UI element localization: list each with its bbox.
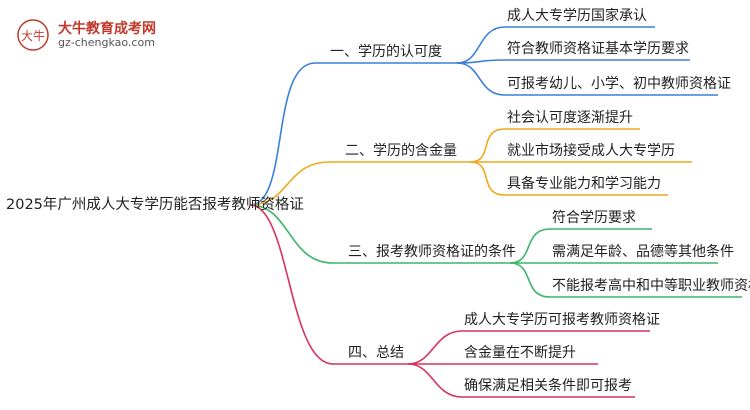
- leaf-connector: [469, 128, 506, 163]
- svg-text:大牛: 大牛: [21, 28, 45, 43]
- branch-label: 三、报考教师资格证的条件: [348, 244, 516, 260]
- leaf-connector: [509, 262, 551, 298]
- leaf-label: 不能报考高中和中等职业教师资格证: [552, 278, 750, 294]
- leaf-label: 就业市场接受成人大专学历: [507, 143, 675, 159]
- leaf-label: 社会认可度逐渐提升: [507, 110, 633, 126]
- leaf-label: 具备专业能力和学习能力: [507, 176, 661, 192]
- leaf-connector: [469, 161, 506, 196]
- branch-connector: [249, 204, 334, 365]
- watermark-title: 大牛教育成考网: [58, 21, 156, 37]
- leaf-label: 成人大专学历可报考教师资格证: [464, 312, 660, 328]
- watermark-url: gz-chengkao.com: [58, 36, 155, 49]
- watermark: 大牛 大牛教育成考网 gz-chengkao.com: [8, 14, 178, 56]
- leaf-connector: [407, 330, 463, 365]
- leaf-label: 含金量在不断提升: [464, 345, 576, 361]
- leaf-label: 需满足年龄、品德等其他条件: [552, 244, 734, 260]
- branch-label: 一、学历的认可度: [330, 44, 442, 60]
- leaf-label: 符合教师资格证基本学历要求: [507, 41, 689, 57]
- leaf-connector: [456, 26, 506, 64]
- branch-label: 二、学历的含金量: [345, 143, 457, 159]
- branch-connector: [249, 62, 316, 206]
- leaf-connector: [407, 363, 463, 398]
- leaf-label: 可报考幼儿、小学、初中教师资格证: [507, 76, 731, 92]
- leaf-connector: [456, 62, 506, 96]
- root-node: 2025年广州成人大专学历能否报考教师资格证: [6, 197, 304, 213]
- leaf-label: 确保满足相关条件即可报考: [464, 378, 632, 394]
- branch-connector: [249, 204, 334, 264]
- leaf-connector: [509, 228, 551, 264]
- leaf-label: 成人大专学历国家承认: [507, 8, 647, 24]
- logo-icon: 大牛: [17, 19, 49, 51]
- branch-connector: [249, 161, 331, 206]
- leaf-label: 符合学历要求: [552, 210, 636, 226]
- branch-label: 四、总结: [348, 345, 404, 361]
